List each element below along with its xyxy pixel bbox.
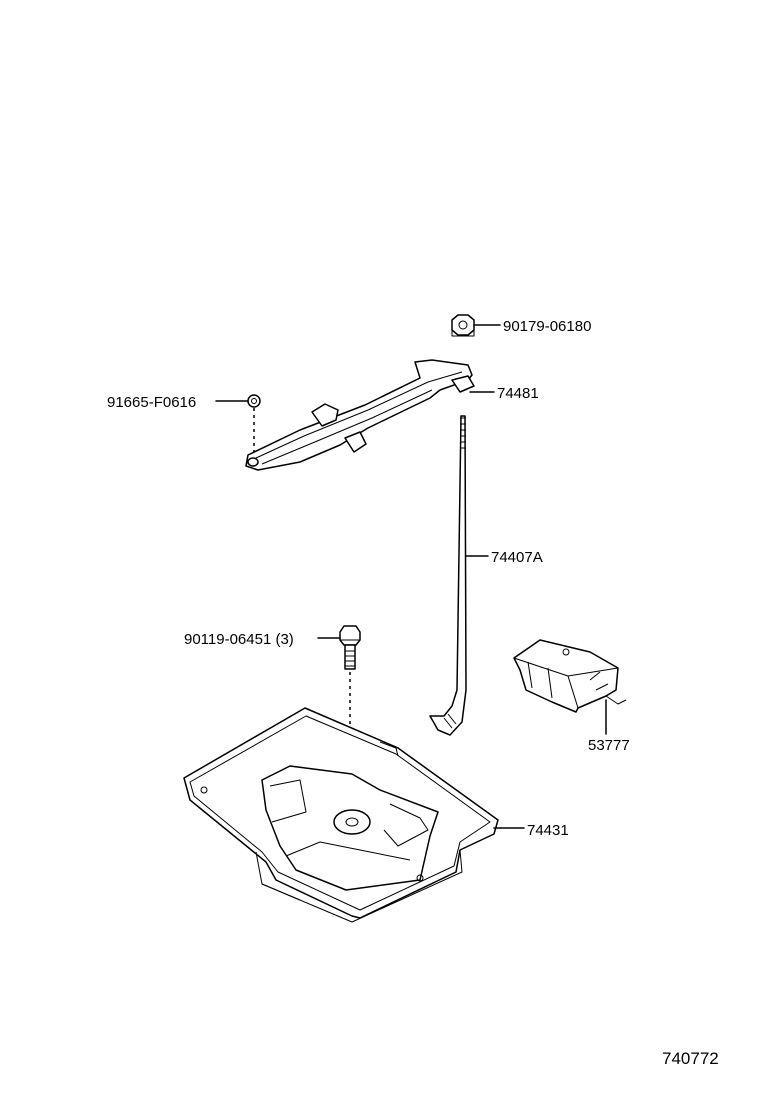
rod-part	[429, 415, 467, 736]
grommet-part	[247, 394, 261, 408]
part-label-grommet: 91665-F0616	[107, 394, 196, 411]
part-label-rod: 74407A	[491, 549, 543, 566]
bolt-part	[339, 625, 361, 670]
part-label-tray: 74431	[527, 822, 569, 839]
part-label-clamp: 74481	[497, 385, 539, 402]
part-label-nut: 90179-06180	[503, 318, 591, 335]
part-label-bracket: 53777	[588, 737, 630, 754]
nut-part	[451, 314, 475, 337]
tray-part	[183, 707, 499, 923]
clamp-part	[245, 359, 475, 471]
bracket-part	[513, 639, 627, 713]
drawing-number: 740772	[662, 1049, 719, 1068]
part-label-bolt: 90119-06451 (3)	[184, 631, 294, 648]
